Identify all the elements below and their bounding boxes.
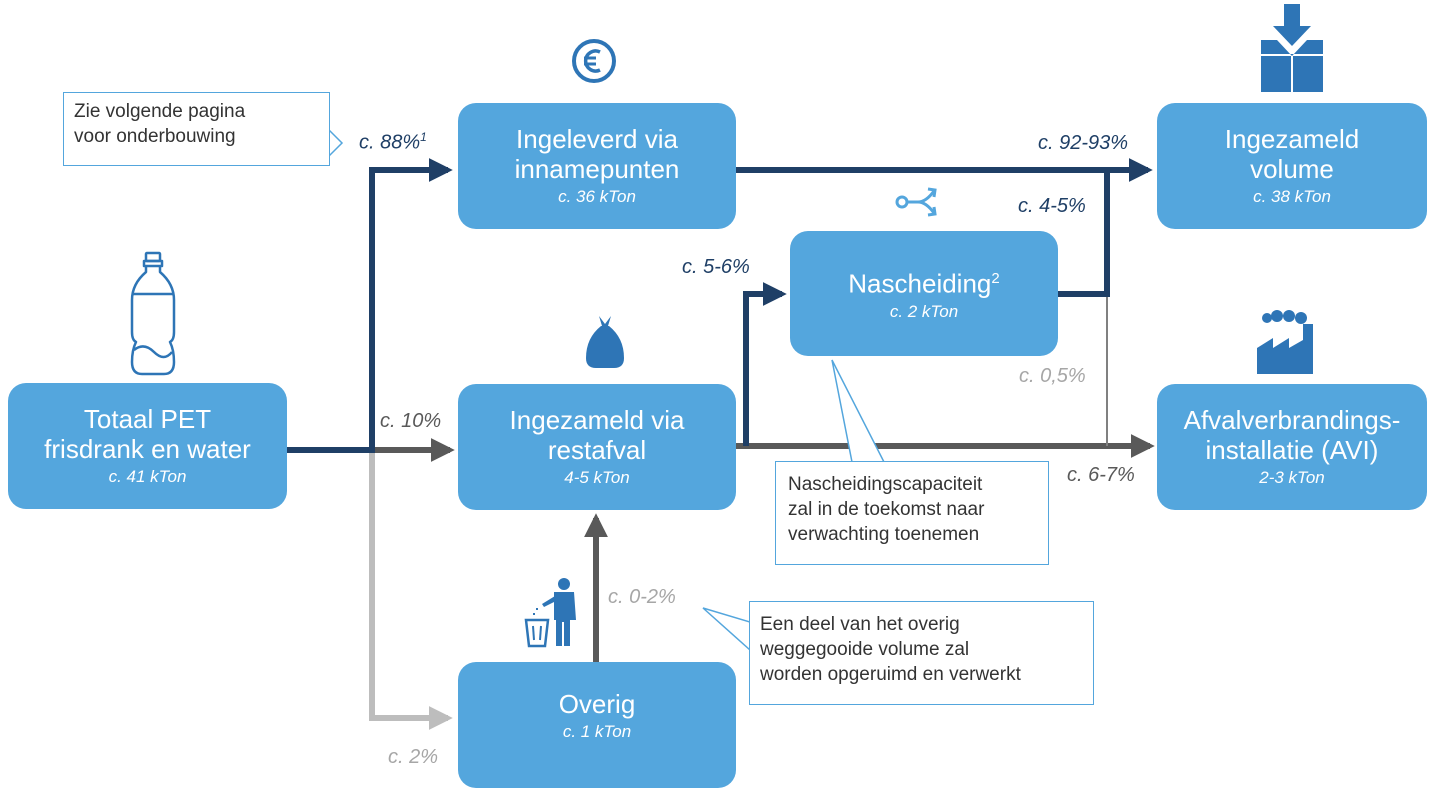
- box-totaal-title-1: Totaal PET: [83, 404, 212, 434]
- box-avi-title-1: Afvalverbrandings-: [1183, 405, 1401, 435]
- callout-pointer-onderbouwing: [328, 128, 344, 158]
- box-totaal-title-2: frisdrank en water: [44, 434, 251, 464]
- callout-onderbouwing: Zie volgende pagina voor onderbouwing: [63, 92, 330, 166]
- flow-restafval-to-nascheiding: [743, 282, 787, 446]
- box-ingeleverd-title-1: Ingeleverd via: [516, 124, 678, 154]
- pct-overig-to-restafval: c. 0-2%: [608, 586, 676, 608]
- sorting-icon: [895, 187, 937, 217]
- callout-overig-line-3: worden opgeruimd en verwerkt: [760, 664, 1021, 685]
- box-ingeleverd: Ingeleverd via innamepunten c. 36 kTon: [458, 103, 736, 229]
- box-restafval-volume: 4-5 kTon: [564, 468, 630, 487]
- box-restafval-title-1: Ingezameld via: [509, 405, 685, 435]
- pct-nascheiding-to-avi: c. 0,5%: [1019, 365, 1086, 387]
- callout-nascheidingscapaciteit: Nascheidingscapaciteit zal in de toekoms…: [775, 461, 1049, 565]
- trash-bag-icon: [586, 316, 624, 368]
- flow-nascheiding-to-ingezameld: [1058, 170, 1110, 297]
- box-avi: Afvalverbrandings- installatie (AVI) 2-3…: [1157, 384, 1427, 510]
- box-ingeleverd-volume: c. 36 kTon: [558, 187, 636, 206]
- euro-icon: [572, 39, 616, 83]
- callout-overig-deel: Een deel van het overig weggegooide volu…: [749, 601, 1094, 705]
- box-avi-volume: 2-3 kTon: [1259, 468, 1325, 487]
- pct-to-restafval: c. 10%: [380, 410, 442, 432]
- box-restafval-title-2: restafval: [547, 435, 647, 465]
- box-restafval: Ingezameld via restafval 4-5 kTon: [458, 384, 736, 510]
- box-totaal-pet: Totaal PET frisdrank en water c. 41 kTon: [8, 383, 287, 509]
- collection-box-icon: [1261, 4, 1323, 92]
- box-nascheiding-title: Nascheiding2: [848, 268, 1000, 299]
- factory-icon: [1257, 310, 1313, 374]
- callout-nascheiding-line-1: Nascheidingscapaciteit: [788, 474, 983, 495]
- flow-to-ingeleverd: [287, 158, 453, 453]
- callout-nascheiding-line-2: zal in de toekomst naar: [788, 499, 985, 520]
- callout-onderbouwing-line-1: Zie volgende pagina: [74, 101, 246, 122]
- box-overig-volume: c. 1 kTon: [562, 722, 632, 741]
- box-overig: Overig c. 1 kTon: [458, 662, 736, 788]
- pct-to-overig: c. 2%: [388, 746, 439, 768]
- pct-nascheiding-to-ingezameld: c. 4-5%: [1018, 195, 1086, 217]
- callout-overig-line-1: Een deel van het overig: [760, 614, 960, 635]
- box-overig-title: Overig: [558, 689, 636, 719]
- callout-pointer-overig: [702, 607, 751, 652]
- box-nascheiding: Nascheiding2 c. 2 kTon: [790, 231, 1058, 356]
- box-ingezameld-total: c. 38 kTon: [1253, 187, 1331, 206]
- litter-bin-icon: [524, 578, 576, 648]
- pct-to-ingeleverd: c. 88%1: [359, 130, 427, 154]
- pct-avi-total: c. 6-7%: [1067, 464, 1135, 486]
- bottle-icon: [130, 251, 176, 376]
- box-nascheiding-volume: c. 2 kTon: [889, 301, 959, 321]
- box-ingeleverd-title-2: innamepunten: [514, 154, 680, 184]
- box-ingezameld-title-2: volume: [1250, 154, 1334, 184]
- flow-to-overig: [369, 450, 453, 730]
- callout-onderbouwing-line-2: voor onderbouwing: [74, 126, 236, 147]
- box-ingezameld-volume: Ingezameld volume c. 38 kTon: [1157, 103, 1427, 229]
- box-avi-title-2: installatie (AVI): [1205, 435, 1379, 465]
- box-totaal-volume: c. 41 kTon: [108, 467, 187, 486]
- callout-nascheiding-line-3: verwachting toenemen: [788, 524, 980, 545]
- pct-to-nascheiding: c. 5-6%: [682, 256, 750, 278]
- pct-ingezameld-total: c. 92-93%: [1038, 132, 1129, 154]
- box-ingezameld-title-1: Ingezameld: [1224, 124, 1360, 154]
- callout-overig-line-2: weggegooide volume zal: [760, 639, 970, 660]
